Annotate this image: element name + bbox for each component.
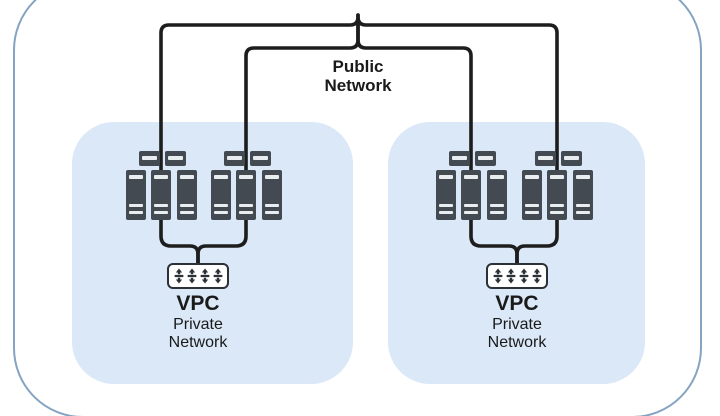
server-rack-icon <box>435 151 507 220</box>
server-tower <box>546 170 567 220</box>
vpc-label-right: VPC Private Network <box>467 292 567 351</box>
updown-arrow-icon <box>174 268 183 284</box>
server-tower <box>235 170 256 220</box>
server-tower <box>486 170 507 220</box>
connector-line <box>515 216 559 266</box>
vpc-box-left <box>72 122 353 384</box>
server-rack-icon <box>125 151 197 220</box>
server-tower <box>150 170 171 220</box>
server-rack-icon <box>210 151 282 220</box>
connector-line <box>196 216 248 266</box>
server-tower <box>521 170 542 220</box>
server-tower <box>261 170 282 220</box>
vpc-label-left: VPC Private Network <box>148 292 248 351</box>
switch-icon <box>167 263 229 289</box>
server-unit <box>560 151 582 166</box>
server-unit <box>474 151 496 166</box>
server-tower <box>125 170 146 220</box>
vpc-subtitle: Private Network <box>168 316 228 351</box>
server-unit <box>164 151 186 166</box>
switch-icon <box>486 263 548 289</box>
updown-arrow-icon <box>532 268 541 284</box>
updown-arrow-icon <box>519 268 528 284</box>
server-tower <box>210 170 231 220</box>
server-tower <box>176 170 197 220</box>
server-unit <box>448 151 470 166</box>
diagram-outer-border <box>13 0 702 416</box>
updown-arrow-icon <box>493 268 502 284</box>
updown-arrow-icon <box>506 268 515 284</box>
server-unit <box>249 151 271 166</box>
server-rack-icon <box>521 151 593 220</box>
server-unit <box>534 151 556 166</box>
updown-arrow-icon <box>213 268 222 284</box>
public-network-label: Public Network <box>324 57 392 95</box>
server-unit <box>138 151 160 166</box>
server-tower <box>572 170 593 220</box>
connector-line <box>159 216 200 266</box>
connector-line <box>244 22 360 174</box>
updown-arrow-icon <box>200 268 209 284</box>
updown-arrow-icon <box>187 268 196 284</box>
server-unit <box>223 151 245 166</box>
server-tower <box>460 170 481 220</box>
connector-line <box>356 13 559 174</box>
vpc-subtitle: Private Network <box>487 316 547 351</box>
connector-line <box>356 22 473 174</box>
vpc-title: VPC <box>176 292 220 315</box>
server-tower <box>435 170 456 220</box>
vpc-title: VPC <box>495 292 539 315</box>
connector-line <box>469 216 519 266</box>
